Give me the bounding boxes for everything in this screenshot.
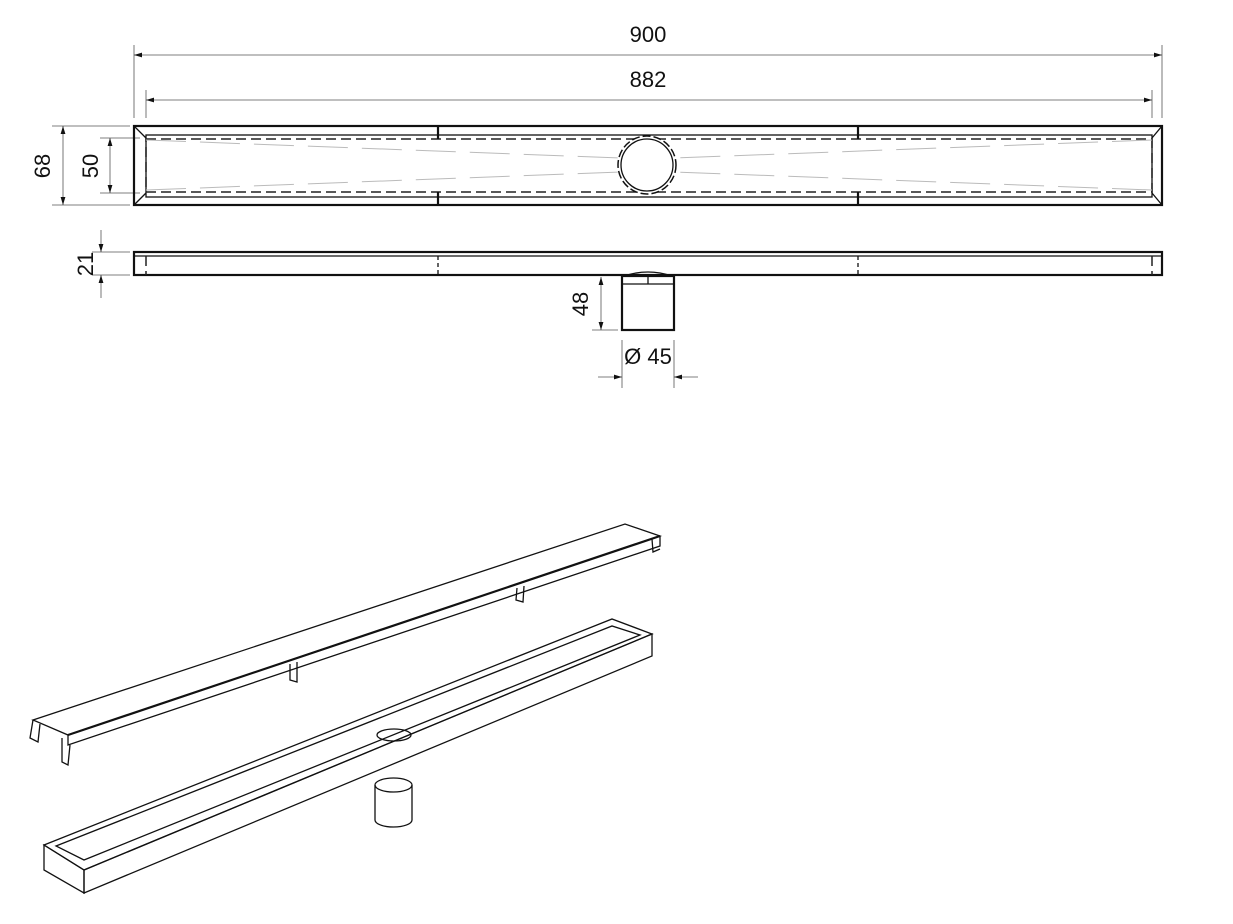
dimension-label-882: 882 [630,67,667,92]
dimension-label-900: 900 [630,22,667,47]
isometric-channel [42,618,654,895]
top-view [132,124,1164,207]
dimension-label-21: 21 [73,252,98,276]
dimension-label-50: 50 [78,154,103,178]
dimension-48: 48 [568,277,618,331]
dimension-68: 68 [30,125,130,206]
dimension-label-68: 68 [30,154,55,178]
outlet-hole [617,135,677,195]
dimension-900: 900 [133,22,1163,118]
dimension-diameter-45: Ø 45 [598,340,698,388]
isometric-outlet-pipe [374,777,413,828]
channel-outlet-hole [376,728,412,742]
dimension-21: 21 [73,230,130,298]
side-view [132,250,1164,332]
dimension-882: 882 [145,67,1153,118]
dimension-label-48: 48 [568,292,593,316]
dimension-label-diameter: Ø 45 [624,344,672,369]
isometric-grate [29,523,663,767]
dimension-50: 50 [78,137,140,194]
